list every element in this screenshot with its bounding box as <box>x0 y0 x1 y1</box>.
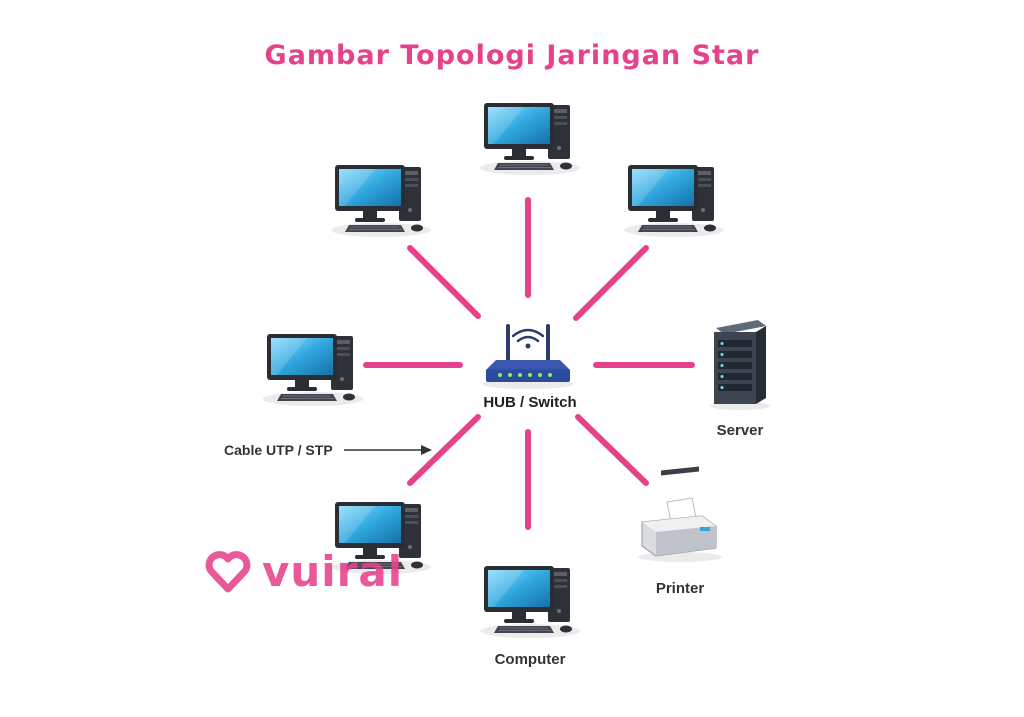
diagram-title: Gambar Topologi Jaringan Star <box>264 40 760 71</box>
hub-switch-label: HUB / Switch <box>483 394 577 411</box>
computer-icon-top <box>479 102 581 176</box>
cable-pointer-arrow <box>344 445 432 455</box>
computer-icon-top-left <box>330 164 432 238</box>
heart-logo-icon <box>205 551 251 593</box>
printer-label: Printer <box>655 580 705 597</box>
router-icon <box>482 324 574 389</box>
cable-line-bottom-right <box>575 414 649 486</box>
cable-label: Cable UTP / STP <box>224 442 333 458</box>
cable-line-top-left <box>407 245 481 319</box>
cable-line-bottom-left <box>407 414 481 486</box>
server-icon <box>710 320 770 410</box>
server-label: Server <box>716 422 764 439</box>
printer-icon <box>638 466 722 562</box>
computer-label: Computer <box>494 651 566 668</box>
logo-text: vuiral <box>262 546 404 596</box>
computer-icon-bottom <box>479 565 581 639</box>
computer-icon-left <box>262 333 364 407</box>
computer-icon-top-right <box>623 164 725 238</box>
cable-line-top-right <box>573 245 649 321</box>
watermark-logo: vuiral <box>204 546 403 596</box>
cable-lines <box>363 197 695 530</box>
